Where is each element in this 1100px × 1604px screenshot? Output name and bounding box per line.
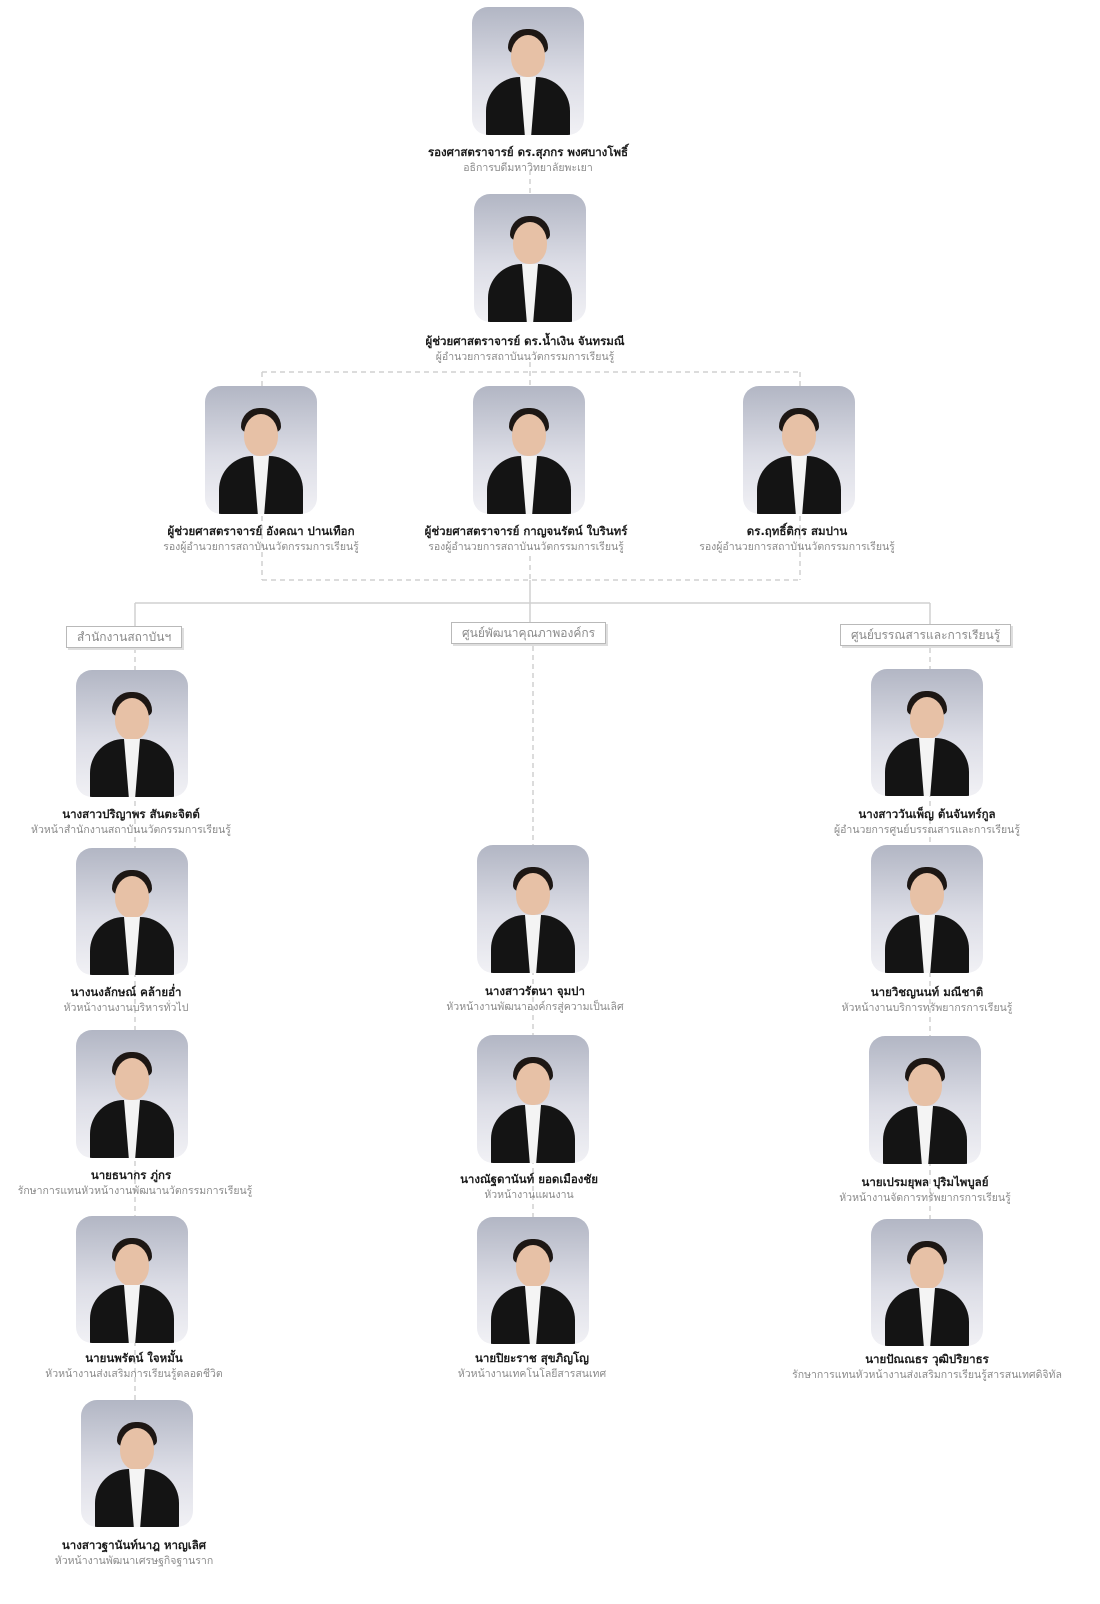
person-photo [871,669,983,796]
person-name: ผู้ช่วยศาสตราจารย์ อังคณา ปานเทือก [167,524,355,538]
person-role: หัวหน้างานพัฒนาองค์กรสู่ความเป็นเลิศ [446,1001,624,1013]
person-role: รักษาการแทนหัวหน้างานส่งเสริมการเรียนรู้… [792,1369,1062,1381]
person-photo [477,1217,589,1344]
person-photo [472,7,584,135]
person-role: รองผู้อำนวยการสถาบันนวัตกรรมการเรียนรู้ [428,541,624,553]
person-role: หัวหน้างานพัฒนาเศรษฐกิจฐานราก [54,1555,214,1567]
person-name: ผู้ช่วยศาสตราจารย์ กาญจนรัตน์ ใบรินทร์ [424,524,628,538]
person-role: หัวหน้างานจัดการทรัพยากรการเรียนรู้ [839,1192,1011,1204]
person-photo [477,845,589,973]
person-name: นางสาวฐานันท์นาฎ หาญเลิศ [61,1538,207,1552]
unit-office: สำนักงานสถาบันฯ [66,626,183,648]
person-photo [743,386,855,514]
person-role: รองผู้อำนวยการสถาบันนวัตกรรมการเรียนรู้ [699,541,895,553]
person-name: รองศาสตราจารย์ ดร.สุภกร พงศบางโพธิ์ [427,145,629,159]
person-role: ผู้อำนวยการสถาบันนวัตกรรมการเรียนรู้ [435,351,615,363]
person-name: นายธนากร ภู่กร [90,1168,172,1182]
unit-quality-label: ศูนย์พัฒนาคุณภาพองค์กร [462,626,596,640]
person-name: นายเปรมยุพล ปุริมไพบูลย์ [861,1175,989,1189]
person-photo [76,1030,188,1158]
person-photo [871,845,983,973]
person-photo [81,1400,193,1527]
person-name: นายปิยะราช สุขภิญโญ [475,1351,589,1365]
person-role: หัวหน้างานงานบริหารทั่วไป [63,1002,189,1014]
person-name: นายวิชญนนท์ มณีชาติ [870,985,984,999]
person-photo [473,386,585,514]
unit-office-label: สำนักงานสถาบันฯ [77,630,172,644]
person-role: รองผู้อำนวยการสถาบันนวัตกรรมการเรียนรู้ [163,541,359,553]
person-name: นางสาววันเพ็ญ ต้นจันทร์กูล [858,807,996,821]
person-name: นางสาวรัตนา จุมปา [485,984,585,998]
unit-library-label: ศูนย์บรรณสารและการเรียนรู้ [851,628,1001,642]
person-photo [205,386,317,514]
person-photo [76,1216,188,1343]
person-name: ผู้ช่วยศาสตราจารย์ ดร.น้ำเงิน จันทรมณี [425,334,625,348]
person-photo [76,670,188,797]
person-role: ผู้อำนวยการศูนย์บรรณสารและการเรียนรู้ [833,824,1021,836]
unit-quality: ศูนย์พัฒนาคุณภาพองค์กร [451,622,607,644]
person-role: หัวหน้างานส่งเสริมการเรียนรู้ตลอดชีวิต [45,1368,223,1380]
person-role: อธิการบดีมหาวิทยาลัยพะเยา [463,162,593,174]
person-role: หัวหน้างานแผนงาน [484,1189,574,1201]
person-name: นายปัณณธร วุฒิปริยาธร [865,1352,989,1366]
person-name: นางสาวปริญาพร สันตะจิตต์ [62,807,200,821]
person-role: หัวหน้างานบริการทรัพยากรการเรียนรู้ [841,1002,1013,1014]
person-photo [871,1219,983,1346]
person-name: นางณัฐดานันท์ ยอดเมืองชัย [460,1172,598,1186]
person-photo [474,194,586,322]
person-name: นางนงลักษณ์ คล้ายอ่ำ [70,985,182,999]
person-role: หัวหน้างานเทคโนโลยีสารสนเทศ [457,1368,607,1380]
person-role: หัวหน้าสำนักงานสถาบันนวัตกรรมการเรียนรู้ [31,824,231,836]
person-name: นายนพรัตน์ ใจหมั้น [85,1351,183,1365]
unit-library: ศูนย์บรรณสารและการเรียนรู้ [840,624,1012,646]
person-name: ดร.ฤทธิ์ติกร สมปาน [746,524,848,538]
person-photo [869,1036,981,1164]
person-photo [76,848,188,975]
person-role: รักษาการแทนหัวหน้างานพัฒนานวัตกรรมการเรี… [17,1185,253,1197]
person-photo [477,1035,589,1163]
